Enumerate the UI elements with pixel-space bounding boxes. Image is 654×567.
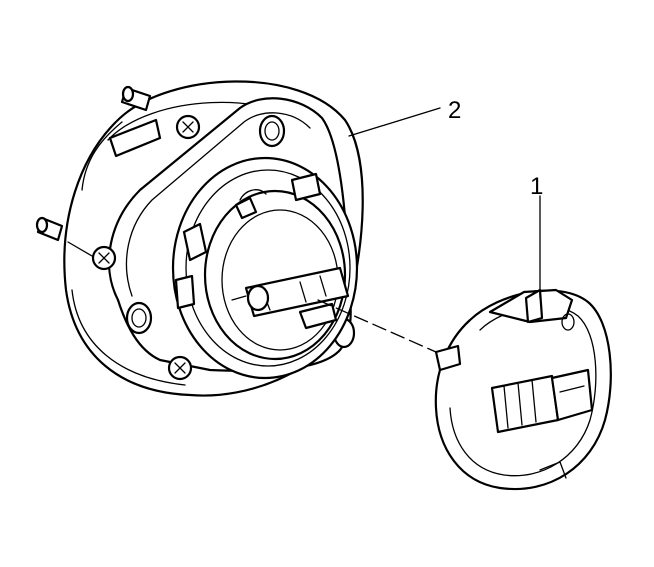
flange-screw-3: [167, 355, 193, 381]
hub-bearing-assembly: [35, 80, 364, 397]
alignment-line: [317, 299, 437, 353]
wheel-stud-left: [35, 216, 64, 242]
leader-line-2: [348, 107, 441, 137]
wheel-stud-top: [120, 85, 152, 112]
sensor-cover: [434, 288, 612, 491]
flange-screw-2: [91, 245, 117, 271]
callout-2: 2: [448, 97, 461, 124]
sensor-connector: [231, 266, 350, 330]
callout-1: 1: [530, 173, 543, 200]
flange-screw-1: [175, 114, 201, 140]
